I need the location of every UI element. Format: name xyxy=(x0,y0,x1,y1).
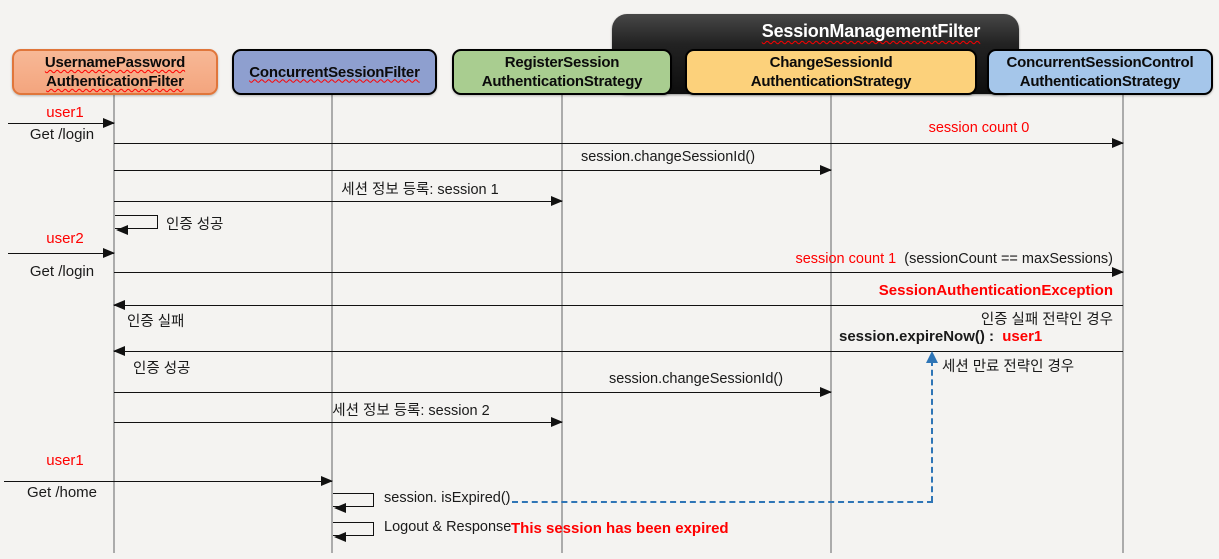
lifeline-register-session-strategy xyxy=(561,93,563,553)
label-auth-success-2: 인증 성공 xyxy=(133,361,191,377)
actor-label: ConcurrentSessionControl xyxy=(1006,54,1194,71)
arrow-change-session-id-2 xyxy=(114,386,832,397)
label-expire-now-black: session.expireNow() : xyxy=(839,328,995,345)
label-change-session-id-2: session.changeSessionId() xyxy=(608,371,784,387)
actor-label: AuthenticationFilter xyxy=(46,73,184,90)
label-get-login-1: Get /login xyxy=(29,126,95,143)
selfloop-logout-response xyxy=(333,522,374,542)
label-get-login-2: Get /login xyxy=(29,263,95,280)
arrow-user1-get-login xyxy=(8,117,115,128)
actor-concurrent-session-filter: ConcurrentSessionFilter xyxy=(232,49,437,95)
actor-concurrent-session-control-authentication-strategy: ConcurrentSessionControl AuthenticationS… xyxy=(987,49,1213,95)
label-auth-success-1: 인증 성공 xyxy=(166,217,224,233)
label-get-home: Get /home xyxy=(26,484,98,501)
arrow-user2-get-login xyxy=(8,247,115,258)
arrow-user1-get-home xyxy=(4,475,333,486)
actor-username-password-authentication-filter: UsernamePassword AuthenticationFilter xyxy=(12,49,218,95)
label-change-session-id-1: session.changeSessionId() xyxy=(580,149,756,165)
arrow-register-session-1 xyxy=(114,195,563,206)
lifeline-concurrent-session-control-strategy xyxy=(1122,93,1124,553)
label-user1-top: user1 xyxy=(46,104,84,121)
label-auth-fail: 인증 실패 xyxy=(127,314,185,330)
label-session-expire-strategy-case: 세션 만료 전략인 경우 xyxy=(942,359,1075,375)
label-session-count-1-red: session count 1 xyxy=(795,251,897,267)
actor-label: AuthenticationStrategy xyxy=(481,73,643,90)
lifeline-username-password-authentication-filter xyxy=(113,93,115,553)
session-management-filter-title: SessionManagementFilter xyxy=(761,21,981,41)
label-user1-bottom: user1 xyxy=(46,452,84,469)
actor-change-session-id-authentication-strategy: ChangeSessionId AuthenticationStrategy xyxy=(685,49,977,95)
label-session-count-1-black: (sessionCount == maxSessions) xyxy=(904,251,1113,267)
label-is-expired: session. isExpired() xyxy=(384,490,511,506)
selfloop-is-expired xyxy=(333,493,374,513)
actor-register-session-authentication-strategy: RegisterSession AuthenticationStrategy xyxy=(452,49,672,95)
label-user2: user2 xyxy=(46,230,84,247)
label-expire-now-red: user1 xyxy=(1002,328,1043,345)
arrow-change-session-id-1 xyxy=(114,164,832,175)
actor-label: AuthenticationStrategy xyxy=(1019,73,1181,90)
label-register-session-1: 세션 정보 등록: session 1 xyxy=(341,182,499,198)
arrow-session-auth-exception xyxy=(113,299,1123,310)
dashed-connector-vertical xyxy=(931,360,933,502)
selfloop-auth-success-1 xyxy=(115,215,158,235)
label-register-session-2: 세션 정보 등록: session 2 xyxy=(332,403,490,419)
actor-label: UsernamePassword xyxy=(44,54,186,71)
arrow-session-count-0 xyxy=(114,137,1124,148)
label-expire-now: session.expireNow() : user1 xyxy=(839,328,1042,345)
label-session-count-0: session count 0 xyxy=(928,120,1030,136)
label-expired-notice: This session has been expired xyxy=(511,520,729,537)
label-auth-fail-strategy-case: 인증 실패 전략인 경우 xyxy=(980,312,1113,328)
dashed-connector-horizontal xyxy=(512,501,933,503)
actor-label: ConcurrentSessionFilter xyxy=(249,63,420,81)
lifeline-change-session-id-strategy xyxy=(830,93,832,553)
label-logout-response: Logout & Response xyxy=(384,519,512,535)
actor-label: RegisterSession xyxy=(504,54,620,71)
dashed-connector-arrowhead-up xyxy=(926,351,938,363)
label-session-auth-exception: SessionAuthenticationException xyxy=(878,282,1113,299)
actor-label: AuthenticationStrategy xyxy=(750,73,912,90)
label-session-count-1: session count 1 (sessionCount == maxSess… xyxy=(795,251,1113,267)
arrow-register-session-2 xyxy=(114,416,563,427)
actor-label: ChangeSessionId xyxy=(769,54,893,71)
arrow-session-count-1 xyxy=(114,266,1124,277)
lifeline-concurrent-session-filter xyxy=(331,93,333,553)
arrow-expire-now xyxy=(113,345,1123,356)
